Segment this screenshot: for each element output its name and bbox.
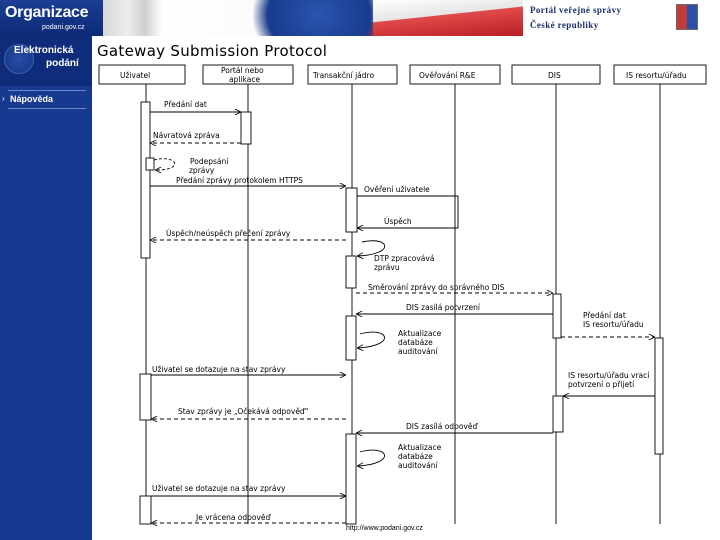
message-label: databáze bbox=[398, 452, 433, 461]
activation-bar bbox=[655, 338, 663, 454]
message-label: Aktualizace bbox=[398, 443, 442, 452]
activation-bar bbox=[346, 316, 356, 360]
participant-label: aplikace bbox=[229, 75, 260, 84]
message-label: Úspěch/neúspěch přečení zprávy bbox=[166, 229, 291, 238]
participant-label: Uživatel bbox=[120, 71, 150, 80]
self-message-arrow bbox=[358, 332, 385, 348]
message-label: Předání dat bbox=[583, 311, 626, 320]
message-label: Předání dat bbox=[164, 100, 207, 109]
activation-bar bbox=[346, 256, 356, 288]
message-label: Návratová zpráva bbox=[153, 131, 220, 140]
activation-bar bbox=[346, 434, 356, 524]
message-label: databáze bbox=[398, 338, 433, 347]
participant-label: IS resortu/úřadu bbox=[626, 71, 687, 80]
message-label: auditování bbox=[398, 347, 439, 356]
self-message-arrow bbox=[358, 450, 385, 466]
message-label: Uživatel se dotazuje na stav zprávy bbox=[152, 484, 286, 493]
message-label: Aktualizace bbox=[398, 329, 442, 338]
self-message-arrow bbox=[154, 159, 175, 170]
activation-bar bbox=[241, 112, 251, 144]
message-label: IS resortu/úřadu vrací bbox=[568, 371, 650, 380]
message-label: Ověření uživatele bbox=[364, 185, 430, 194]
message-label: auditování bbox=[398, 461, 439, 470]
message-label: zprávu bbox=[374, 263, 400, 272]
activation-bar bbox=[141, 102, 150, 258]
message-label: Je vrácena odpověď bbox=[195, 513, 272, 522]
message-label: IS resortu/úřadu bbox=[583, 320, 644, 329]
message-label: Uživatel se dotazuje na stav zprávy bbox=[152, 365, 286, 374]
participant-label: Ověřování R&E bbox=[419, 71, 476, 80]
activation-bar bbox=[140, 374, 151, 420]
message-label: Stav zprávy je „Očekává odpověď“ bbox=[178, 407, 309, 416]
message-label: zprávy bbox=[189, 166, 215, 175]
activation-bar bbox=[553, 396, 563, 432]
footer-url-link[interactable]: http://www.podani.gov.cz bbox=[346, 525, 423, 532]
activation-bar bbox=[146, 158, 154, 170]
message-label: Předání zprávy protokolem HTTPS bbox=[176, 176, 303, 185]
message-label: DIS zasílá potvrzení bbox=[406, 303, 481, 312]
message-label: potvrzení o přijetí bbox=[568, 380, 635, 389]
activation-bar bbox=[553, 294, 561, 338]
message-label: Směrování zprávy do správného DIS bbox=[368, 283, 505, 292]
message-label: DTP zpracovává bbox=[374, 254, 434, 263]
message-label: DIS zasílá odpověď bbox=[406, 422, 478, 431]
activation-bar bbox=[346, 188, 357, 232]
participant-label: DIS bbox=[548, 71, 561, 80]
participant-label: Portál nebo bbox=[221, 66, 264, 75]
participant-label: Transakční jádro bbox=[312, 71, 374, 80]
activation-bar bbox=[140, 496, 151, 524]
message-label: Úspěch bbox=[384, 217, 412, 226]
message-label: Podepsání bbox=[190, 157, 229, 166]
